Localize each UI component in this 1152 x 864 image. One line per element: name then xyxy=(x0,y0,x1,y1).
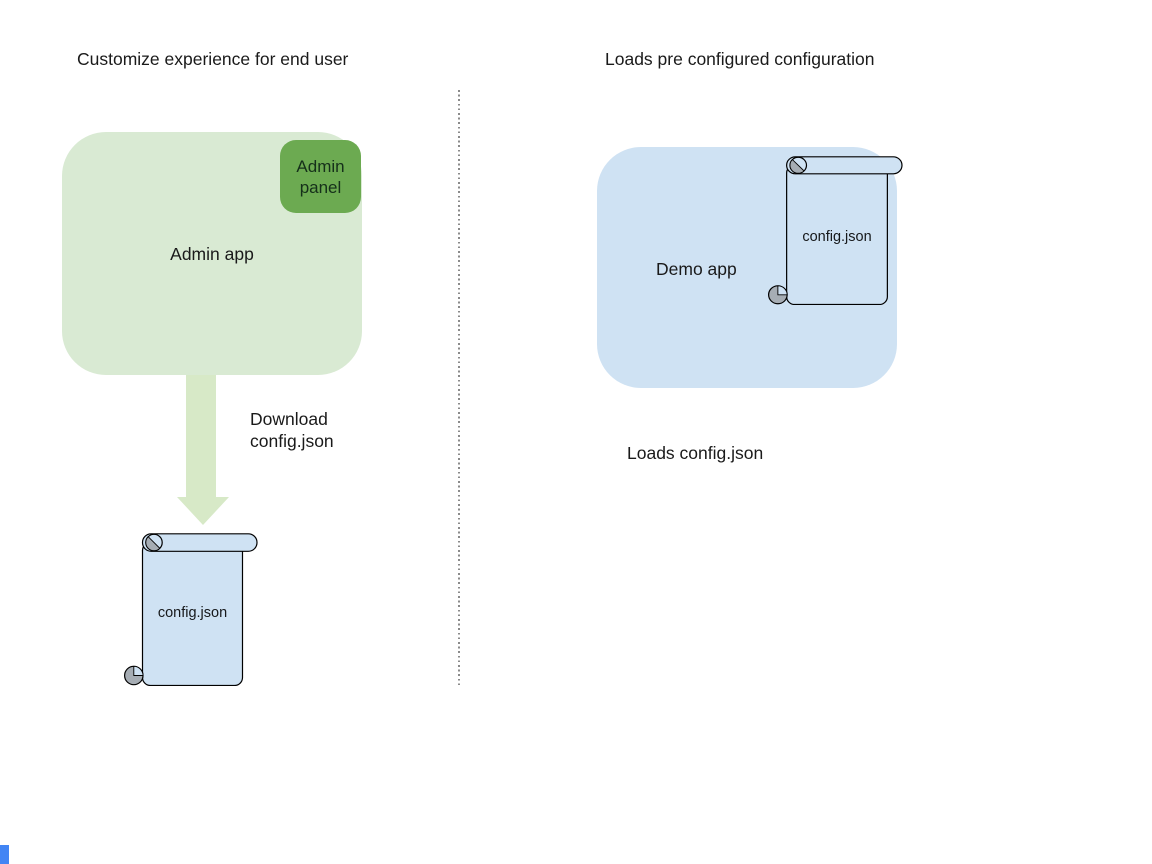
demo-app-label: Demo app xyxy=(656,259,737,279)
admin-panel-label: Admin panel xyxy=(296,156,345,197)
right-section-title: Loads pre configured configuration xyxy=(605,49,875,69)
download-arrow-icon xyxy=(177,375,229,525)
config-file-label: config.json xyxy=(802,229,872,245)
admin-app-label: Admin app xyxy=(170,244,254,264)
admin-app-box: Admin panel xyxy=(62,132,362,375)
loads-config-caption: Loads config.json xyxy=(627,443,764,463)
download-arrow-label: Download config.json xyxy=(250,409,334,451)
dotted-divider xyxy=(458,90,460,685)
blue-marker xyxy=(0,845,9,864)
admin-panel-box: Admin panel xyxy=(280,140,361,213)
config-file-label: config.json xyxy=(157,605,228,621)
left-section-title: Customize experience for end user xyxy=(77,49,349,69)
